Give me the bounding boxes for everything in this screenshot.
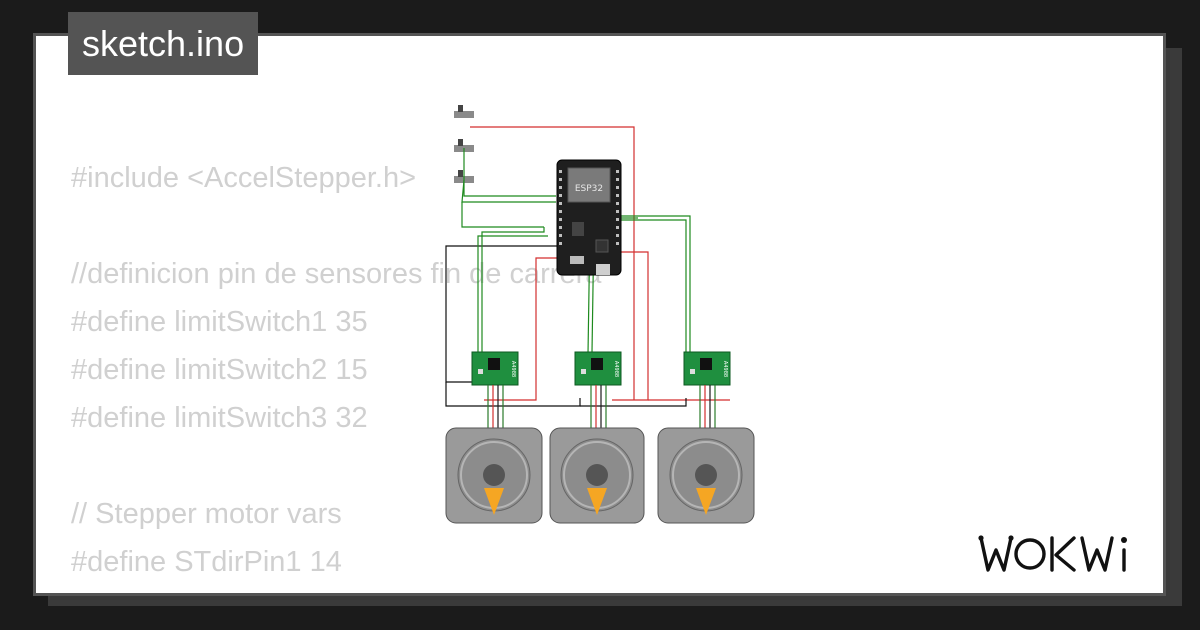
stepper-motor-1 [445, 427, 543, 524]
stepper-motor-2 [549, 427, 645, 524]
code-line: #define limitSwitch2 15 [71, 354, 368, 386]
code-preview: #include <AccelStepper.h> //definicion pi… [71, 154, 602, 593]
motor-leads [487, 385, 716, 430]
red-wires [470, 126, 730, 401]
black-wires [445, 245, 687, 407]
card-shadow-bottom [48, 596, 1182, 606]
stepper-motor-3 [657, 427, 755, 524]
code-line: //definicion pin de sensores fin de carr… [71, 258, 602, 290]
esp32-board: ESP32 [556, 159, 622, 276]
code-line: // Stepper motor vars [71, 498, 342, 530]
driver-1: A4988 [471, 351, 519, 386]
esp32-label: ESP32 [575, 184, 603, 194]
driver-2-label: A4988 [613, 361, 619, 377]
slide-switch-1 [454, 105, 474, 118]
wokwi-logo [978, 535, 1127, 572]
driver-2: A4988 [574, 351, 622, 386]
code-line: #define limitSwitch3 32 [71, 402, 368, 434]
code-line: #define limitSwitch1 35 [71, 306, 368, 338]
driver-3-label: A4988 [722, 361, 728, 377]
code-line: #define STdirPin1 14 [71, 546, 342, 578]
filename-tab: sketch.ino [68, 12, 259, 75]
card-shadow-right [1166, 48, 1182, 604]
driver-1-label: A4988 [510, 361, 516, 377]
code-line: #include <AccelStepper.h> [71, 162, 417, 194]
driver-3: A4988 [683, 351, 731, 386]
